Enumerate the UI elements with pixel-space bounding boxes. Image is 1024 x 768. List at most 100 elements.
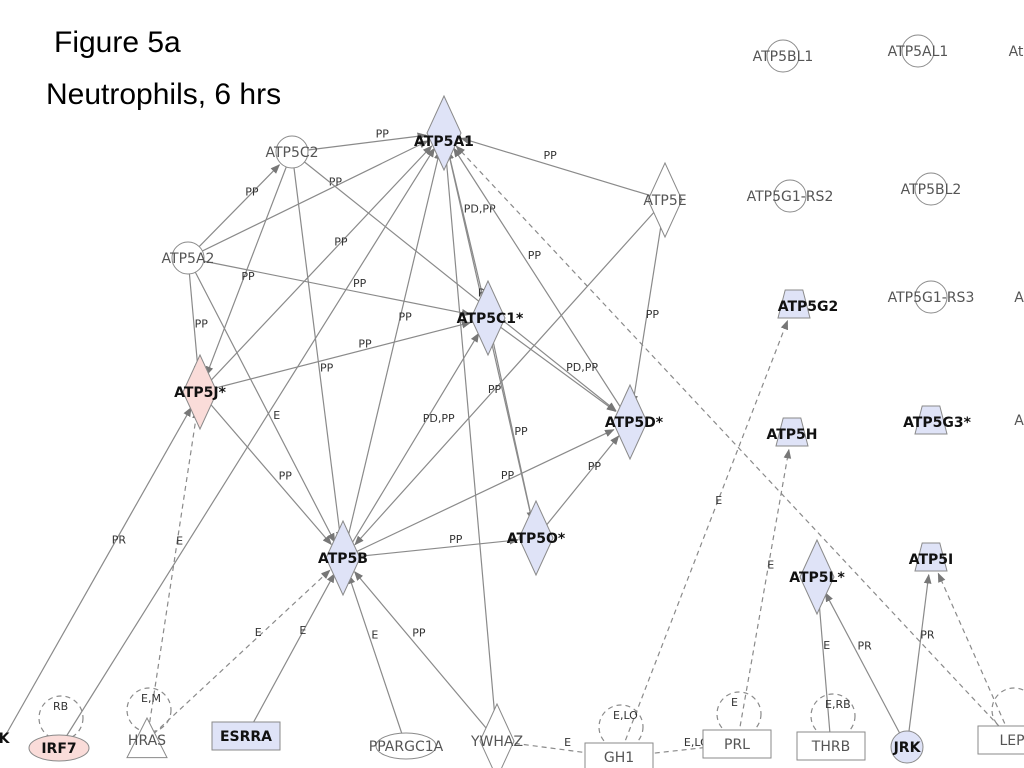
edge-atp5b-to-atp5d: PP [342, 429, 615, 559]
self-loop-hras: E,M [126, 687, 172, 733]
node-atp5bl2[interactable]: ATP5BL2 [901, 172, 962, 206]
node-ywhaz[interactable]: YWHAZ [470, 702, 523, 768]
edge-line [618, 743, 721, 758]
self-loop-thrb: E,RB [810, 693, 856, 739]
edge-irf7-to-atp5a1 [58, 147, 435, 749]
edge-label: E [273, 409, 280, 422]
node-atp5g2[interactable]: ATP5G2 [777, 289, 839, 319]
edge-line [354, 199, 666, 546]
node-atp5c2[interactable]: ATP5C2 [265, 135, 319, 169]
node-shape [470, 279, 506, 357]
node-atp5bl1[interactable]: ATP5BL1 [753, 39, 814, 73]
edge-atp5a2-to-atp5a1: PP [187, 140, 429, 259]
edge-atp5j-to-atp5c1: PP [199, 320, 472, 393]
node-hras[interactable]: HRAS [126, 716, 168, 759]
node-atp5h[interactable]: ATP5H [766, 417, 818, 447]
edge-thrb-to-atp5l: E [815, 593, 832, 747]
edge-atp5o-to-atp5d: PP [535, 435, 620, 539]
edge-label: PP [195, 318, 209, 331]
self-loop-irf7: RB [38, 695, 84, 741]
edge-atp5a2-to-atp5c1: PP [187, 257, 472, 317]
node-label: LEP [999, 733, 1024, 749]
node-label: ATP5AL1 [888, 44, 949, 60]
node-atp5a1[interactable]: ATP5A1 [414, 94, 474, 172]
node-atp5g1rs2[interactable]: ATP5G1-RS2 [747, 179, 834, 213]
node-esrra[interactable]: ESRRA [211, 721, 281, 751]
edge-label: PP [245, 186, 259, 199]
node-shape [647, 161, 683, 239]
node-edge-a2[interactable]: A [1014, 290, 1024, 306]
node-atp5b[interactable]: ATP5B [318, 519, 368, 597]
edge-label: E [371, 629, 378, 642]
node-atp5al1[interactable]: ATP5AL1 [888, 34, 949, 68]
node-label: PPARGC1A [369, 739, 444, 755]
node-label: GH1 [604, 750, 634, 766]
node-shape [914, 405, 948, 435]
edge-label: PR [858, 640, 873, 653]
edge-hras-to-atp5j: E [146, 408, 200, 741]
edge-line [618, 319, 789, 758]
edge-line [146, 569, 331, 741]
node-shape [773, 179, 807, 213]
self-loop-label: E [731, 696, 738, 709]
edge-atp5e-to-atp5b: PP [354, 199, 666, 546]
edge-atp5c2-to-atp5a1: PP [291, 128, 428, 153]
edge-label: E [176, 535, 183, 548]
edge-line [630, 199, 666, 406]
edge-label: PP [334, 236, 348, 249]
node-shape [777, 289, 811, 319]
node-atp5o[interactable]: ATP5O* [507, 499, 566, 577]
node-shape [479, 702, 515, 768]
edge-line [487, 317, 617, 412]
edge-label: PP [543, 149, 557, 162]
edge-lep-to-atp5a1 [455, 145, 1013, 741]
edge-label: PD,PP [464, 202, 496, 215]
node-shape [171, 241, 205, 275]
node-edge-a3[interactable]: A [1014, 413, 1024, 429]
edge-label: PP [353, 277, 367, 290]
self-loop-label: RB [53, 700, 68, 713]
edge-line [199, 391, 332, 546]
edge-label: PP [488, 383, 502, 396]
node-label: ATP5BL2 [901, 182, 962, 198]
node-atp5d[interactable]: ATP5D* [605, 383, 664, 461]
node-prl[interactable]: PRL [702, 729, 772, 759]
edge-line [245, 572, 335, 737]
edge-label: E [255, 626, 262, 639]
node-label: PRL [724, 737, 750, 753]
node-edge-k[interactable]: K [0, 731, 11, 747]
node-label: ATP5G1-RS2 [747, 189, 834, 205]
node-atp5j[interactable]: ATP5J* [174, 353, 227, 431]
node-atp5i[interactable]: ATP5I [909, 542, 954, 572]
node-irf7[interactable]: IRF7 [28, 734, 90, 762]
node-thrb[interactable]: THRB [796, 731, 866, 761]
node-ppargc1a[interactable]: PPARGC1A [369, 732, 444, 760]
edge-atp5a2-to-atp5j: PP [187, 257, 209, 376]
node-gh1[interactable]: GH1 [584, 742, 654, 768]
edge-line [187, 164, 281, 259]
node-lep[interactable]: LEP [977, 725, 1024, 755]
self-loop-arc [810, 693, 856, 739]
edge-line [187, 257, 336, 543]
node-label: ATP5C1* [457, 311, 524, 327]
node-edge-at1[interactable]: At [1009, 44, 1024, 60]
node-shape [890, 730, 924, 764]
edge-ywhaz-to-atp5b: PP [353, 571, 498, 742]
node-atp5c1[interactable]: ATP5C1* [457, 279, 524, 357]
edge-line [58, 147, 435, 749]
node-label: ATP5BL1 [753, 49, 814, 65]
edge-label: E [767, 558, 774, 571]
edge-line [342, 149, 442, 559]
edge-line [815, 593, 832, 747]
edge-label: PR [112, 534, 127, 547]
node-jrk[interactable]: JRK [890, 730, 924, 764]
node-shape [275, 135, 309, 169]
node-label: ATP5L* [789, 570, 845, 586]
node-atp5l[interactable]: ATP5L* [789, 538, 845, 616]
node-atp5e[interactable]: ATP5E [643, 161, 687, 239]
node-atp5g1rs3[interactable]: ATP5G1-RS3 [888, 280, 975, 314]
self-loop-arc [126, 687, 172, 733]
edge-line [347, 574, 407, 747]
node-atp5g3[interactable]: ATP5G3* [903, 405, 972, 435]
node-atp5a2[interactable]: ATP5A2 [162, 241, 215, 275]
